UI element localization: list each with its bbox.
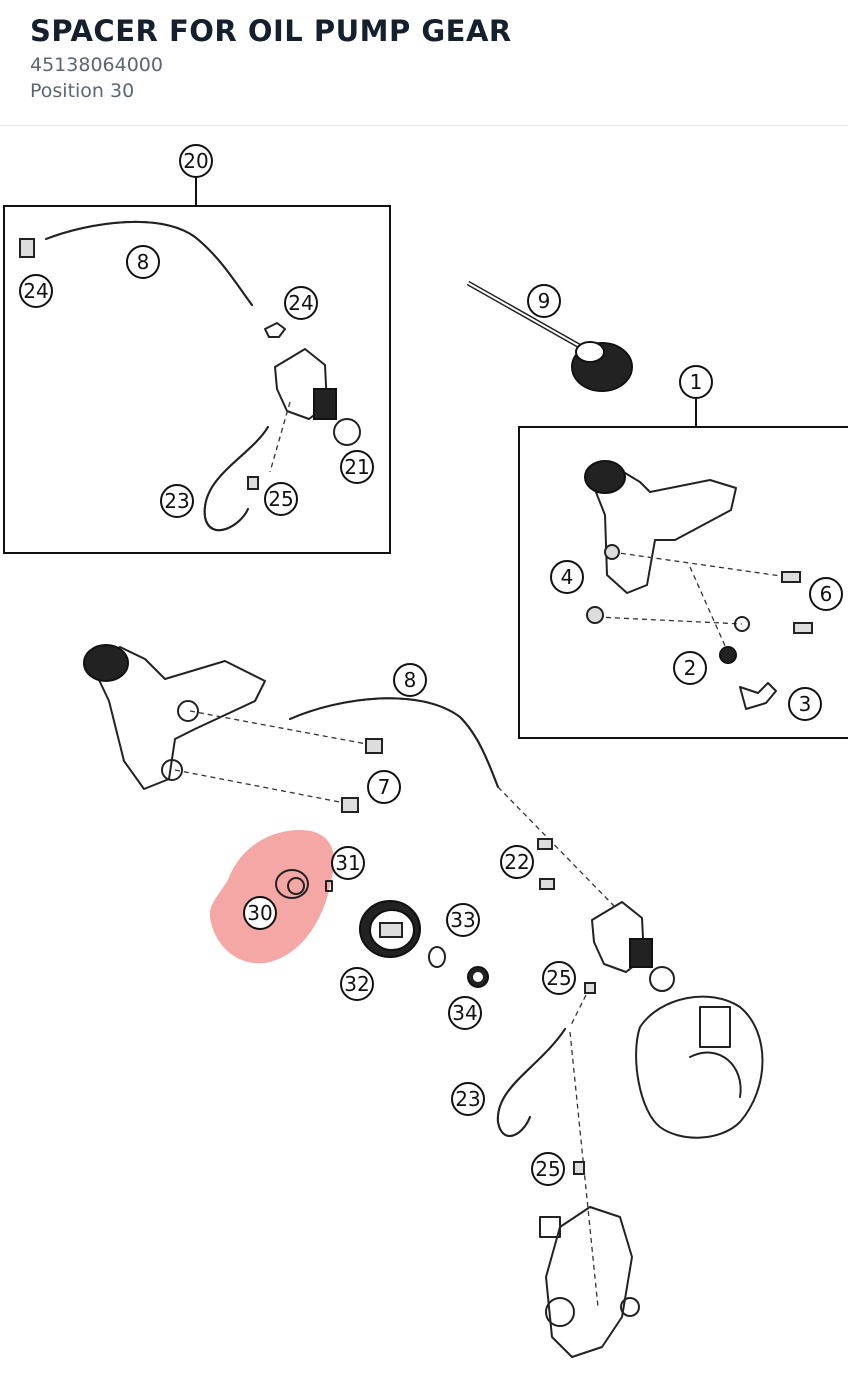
callout-7[interactable]: 7 xyxy=(367,770,401,804)
svg-text:34: 34 xyxy=(452,1001,477,1025)
callout-24-right[interactable]: 24 xyxy=(284,286,318,320)
callout-1[interactable]: 1 xyxy=(679,365,713,399)
svg-text:2: 2 xyxy=(684,656,697,680)
svg-text:23: 23 xyxy=(455,1087,480,1111)
svg-text:24: 24 xyxy=(288,291,313,315)
svg-text:31: 31 xyxy=(335,851,360,875)
svg-text:25: 25 xyxy=(535,1157,560,1181)
callout-32[interactable]: 32 xyxy=(340,967,374,1001)
callout-25-main[interactable]: 25 xyxy=(542,961,576,995)
part-number: 45138064000 xyxy=(30,54,163,76)
svg-text:9: 9 xyxy=(538,289,551,313)
part-header: SPACER FOR OIL PUMP GEAR 45138064000 Pos… xyxy=(0,0,848,126)
callout-2[interactable]: 2 xyxy=(673,651,707,685)
svg-text:3: 3 xyxy=(799,692,812,716)
callout-20[interactable]: 20 xyxy=(179,144,213,178)
svg-text:23: 23 xyxy=(164,489,189,513)
callout-8-main[interactable]: 8 xyxy=(393,663,427,697)
svg-text:8: 8 xyxy=(404,668,417,692)
svg-text:33: 33 xyxy=(450,908,475,932)
svg-text:22: 22 xyxy=(504,850,529,874)
svg-text:24: 24 xyxy=(23,279,48,303)
callout-4[interactable]: 4 xyxy=(550,560,584,594)
svg-text:1: 1 xyxy=(690,370,703,394)
svg-text:30: 30 xyxy=(247,901,272,925)
callout-25-bottom[interactable]: 25 xyxy=(531,1152,565,1186)
svg-text:25: 25 xyxy=(268,487,293,511)
callout-6[interactable]: 6 xyxy=(809,577,843,611)
callout-3[interactable]: 3 xyxy=(788,687,822,721)
highlight-position-30 xyxy=(209,830,335,964)
callout-24-left[interactable]: 24 xyxy=(19,274,53,308)
svg-text:4: 4 xyxy=(561,565,574,589)
callout-34[interactable]: 34 xyxy=(448,996,482,1030)
callout-9[interactable]: 9 xyxy=(527,284,561,318)
callout-8-box[interactable]: 8 xyxy=(126,245,160,279)
callout-22[interactable]: 22 xyxy=(500,845,534,879)
svg-text:32: 32 xyxy=(344,972,369,996)
main-oil-tank-drawing xyxy=(91,646,266,790)
inset-box-20 xyxy=(3,205,391,554)
svg-text:20: 20 xyxy=(183,149,208,173)
callout-33[interactable]: 33 xyxy=(446,903,480,937)
part-position: Position 30 xyxy=(30,80,135,102)
exploded-parts-diagram: 20 8 24 24 21 23 25 9 1 4 6 2 3 8 7 31 3… xyxy=(3,144,848,1358)
svg-text:8: 8 xyxy=(137,250,150,274)
oil-tank-drawing xyxy=(589,466,737,594)
callout-31[interactable]: 31 xyxy=(331,846,365,880)
callout-23-box[interactable]: 23 xyxy=(160,484,194,518)
callout-30[interactable]: 30 xyxy=(243,896,277,930)
part-title: SPACER FOR OIL PUMP GEAR xyxy=(30,14,512,48)
carburetor-drawing xyxy=(545,1206,633,1358)
svg-text:21: 21 xyxy=(344,455,369,479)
svg-text:6: 6 xyxy=(820,582,833,606)
callout-23-main[interactable]: 23 xyxy=(451,1082,485,1116)
clutch-cover-drawing xyxy=(635,995,764,1139)
svg-text:7: 7 xyxy=(378,775,391,799)
callout-25-box[interactable]: 25 xyxy=(264,482,298,516)
inset-box-1 xyxy=(518,426,848,739)
callout-21[interactable]: 21 xyxy=(340,450,374,484)
spacer-drawing xyxy=(275,869,309,899)
svg-text:25: 25 xyxy=(546,966,571,990)
